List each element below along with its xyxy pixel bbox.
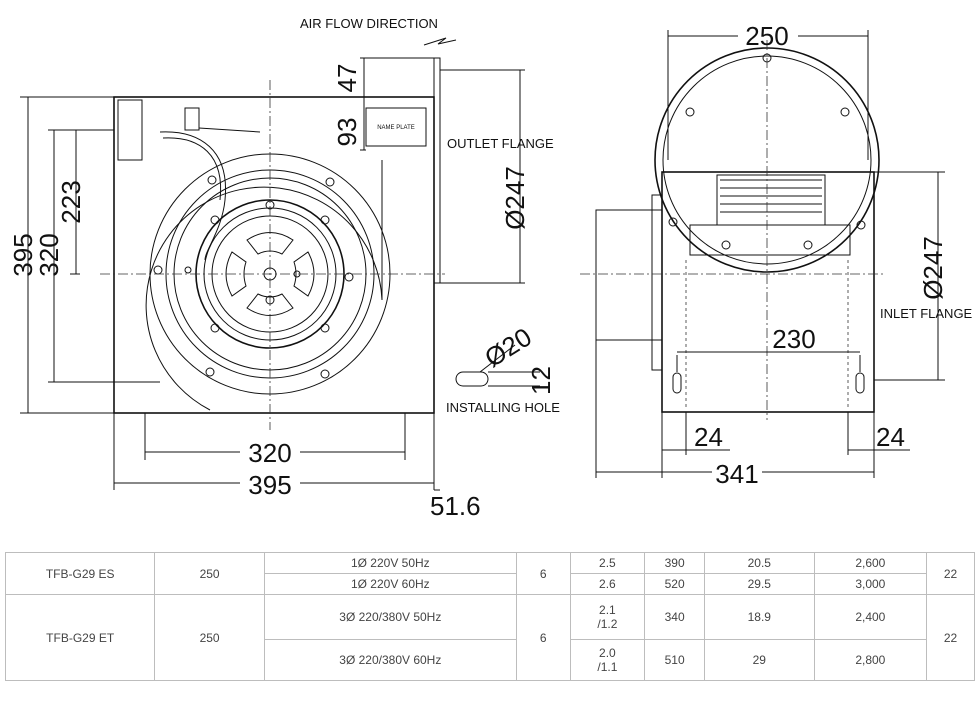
power-cell: 3Ø 220/380V 50Hz — [263, 594, 517, 640]
power-cell: 1Ø 220V 50Hz — [263, 552, 517, 574]
dim-320-horizontal: 320 — [248, 438, 291, 468]
power-cell: 3Ø 220/380V 60Hz — [263, 639, 517, 681]
dim-247-outlet: Ø247 — [500, 166, 530, 230]
watt-cell: 390 — [644, 552, 706, 574]
dim-223: 223 — [56, 180, 86, 223]
amp-value-alt: /1.1 — [597, 660, 618, 674]
dim-24-left: 24 — [694, 422, 723, 452]
value-cell: 29.5 — [704, 573, 815, 595]
amp-cell: 2.1/1.2 — [569, 594, 646, 640]
amp-cell: 2.5 — [569, 552, 646, 574]
amp-value: 2.1 — [599, 603, 616, 617]
dim-320-vertical: 320 — [34, 233, 64, 276]
dim-93: 93 — [332, 118, 362, 147]
last-cell: 22 — [926, 594, 975, 681]
size-cell: 250 — [154, 594, 265, 681]
dim-51-6: 51.6 — [430, 491, 481, 521]
technical-drawing: NAME PLATE — [8, 16, 973, 521]
value-cell: 18.9 — [704, 594, 815, 640]
value-cell: 29 — [704, 639, 815, 681]
power-cell: 1Ø 220V 60Hz — [263, 573, 517, 595]
table-row: TFB-G29 ET 250 3Ø 220/380V 50Hz 6 2.1/1.… — [4, 594, 975, 681]
amp-value: 2.0 — [599, 646, 616, 660]
value-cell: 20.5 — [704, 552, 815, 574]
table-row: TFB-G29 ES 250 1Ø 220V 50Hz 6 2.5 390 20… — [4, 552, 975, 595]
watt-cell: 520 — [644, 573, 706, 595]
name-plate — [365, 107, 427, 147]
air-flow-arrow — [423, 37, 457, 46]
dim-395-vertical: 395 — [8, 233, 38, 276]
model-cell: TFB-G29 ET — [4, 594, 156, 681]
poles-cell: 6 — [515, 552, 571, 595]
amp-cell: 2.0/1.1 — [569, 639, 646, 681]
dim-250: 250 — [745, 21, 788, 51]
rpm-cell: 2,800 — [813, 639, 928, 681]
dim-247-inlet: Ø247 — [918, 236, 948, 300]
rpm-cell: 3,000 — [813, 573, 928, 595]
amp-value-alt: /1.2 — [597, 617, 618, 631]
dim-12: 12 — [526, 366, 556, 395]
outlet-flange-label: OUTLET FLANGE — [447, 136, 554, 151]
model-cell: TFB-G29 ES — [4, 552, 156, 595]
inlet-flange-label: INLET FLANGE — [880, 306, 973, 321]
table-row: 3Ø 220/380V 60Hz 2.0/1.1 510 29 2,800 — [5, 639, 975, 681]
poles-cell: 6 — [515, 594, 571, 681]
air-flow-label: AIR FLOW DIRECTION — [300, 16, 438, 31]
dim-230: 230 — [772, 324, 815, 354]
front-view: NAME PLATE — [8, 16, 560, 521]
table-row: 1Ø 220V 60Hz 2.6 520 29.5 3,000 — [5, 573, 975, 595]
dim-341: 341 — [715, 459, 758, 489]
last-cell: 22 — [926, 552, 975, 595]
watt-cell: 510 — [644, 639, 706, 681]
rpm-cell: 2,400 — [813, 594, 928, 640]
installing-hole-label: INSTALLING HOLE — [446, 400, 560, 415]
amp-cell: 2.6 — [569, 573, 646, 595]
side-view: 250 Ø247 INLET FLANGE 230 24 24 341 — [580, 21, 973, 489]
dim-24-right: 24 — [876, 422, 905, 452]
watt-cell: 340 — [644, 594, 706, 640]
bolt-holes — [153, 175, 354, 379]
rpm-cell: 2,600 — [813, 552, 928, 574]
dim-47: 47 — [332, 64, 362, 93]
size-cell: 250 — [154, 552, 265, 595]
name-plate-label: NAME PLATE — [377, 125, 415, 131]
dim-395-horizontal: 395 — [248, 470, 291, 500]
spec-table: TFB-G29 ES 250 1Ø 220V 50Hz 6 2.5 390 20… — [4, 552, 975, 681]
